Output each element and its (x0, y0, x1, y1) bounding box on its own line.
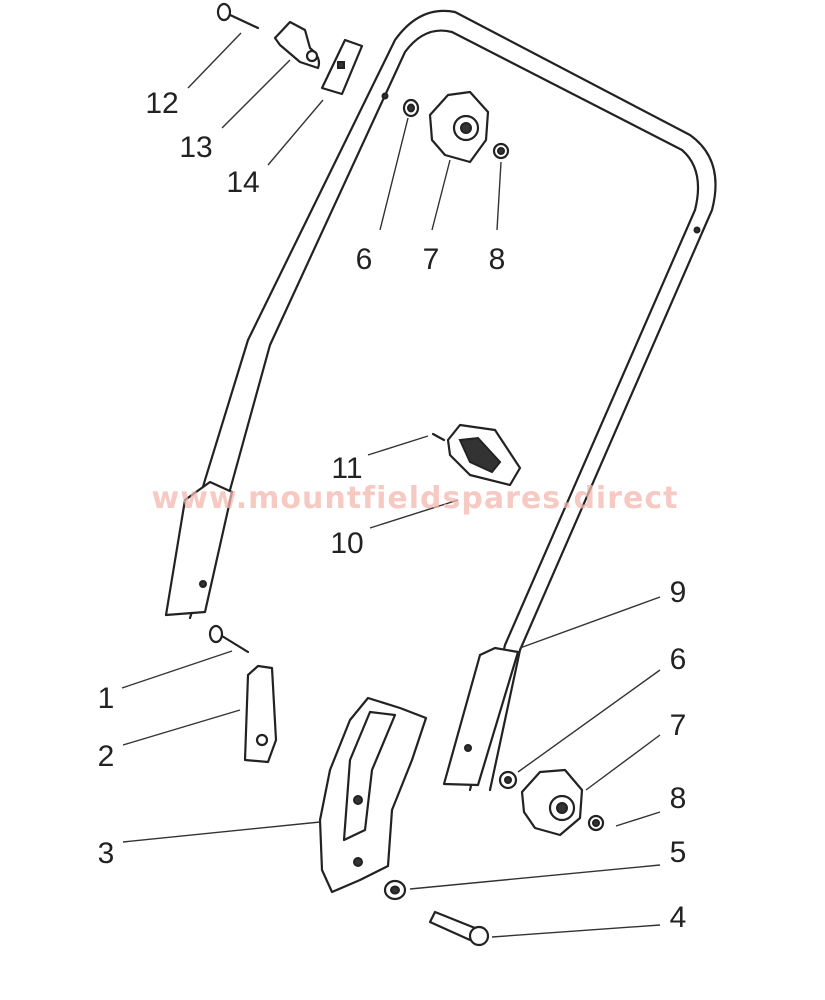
washer-part-6-bottom (498, 770, 518, 790)
washer-part-6-top (402, 98, 420, 118)
callout-7-top: 7 (423, 243, 440, 276)
callout-6-bottom: 6 (670, 643, 687, 676)
knob-part-7-bottom (520, 768, 584, 837)
callout-14: 14 (226, 166, 259, 199)
callout-6-top: 6 (356, 243, 373, 276)
bracket-plate-part-2 (243, 664, 278, 764)
callout-10: 10 (330, 527, 363, 560)
callout-8-top: 8 (489, 243, 506, 276)
mounting-bracket-part-3 (318, 696, 428, 894)
callout-5: 5 (670, 836, 687, 869)
screw-part-11 (431, 432, 446, 442)
handle-bar-part (164, 9, 717, 792)
nut-part-8-top (492, 142, 510, 160)
bolt-part-4 (428, 910, 490, 947)
callout-9: 9 (670, 576, 687, 609)
cable-clip-part-10 (446, 423, 522, 487)
leader-lines (121, 32, 661, 938)
plate-part-14 (320, 38, 364, 96)
bolt-part-1 (208, 624, 250, 654)
callout-4: 4 (670, 901, 687, 934)
callout-3: 3 (98, 837, 115, 870)
watermark-text: www.mountfieldspares.direct (152, 481, 679, 516)
callout-12: 12 (145, 87, 178, 120)
callout-13: 13 (179, 131, 212, 164)
callout-7-bottom: 7 (670, 709, 687, 742)
callout-1: 1 (98, 682, 115, 715)
clip-part-13 (273, 20, 321, 70)
washer-part-5 (383, 879, 407, 901)
callout-numbers: 1 2 3 4 5 6 6 7 7 8 8 9 10 11 12 13 14 (98, 87, 687, 934)
bolt-part-12 (216, 2, 260, 30)
knob-part-7-top (428, 90, 490, 164)
callout-8-bottom: 8 (670, 782, 687, 815)
nut-part-8-bottom (587, 814, 605, 832)
callout-11: 11 (331, 452, 362, 485)
callout-2: 2 (98, 740, 115, 773)
